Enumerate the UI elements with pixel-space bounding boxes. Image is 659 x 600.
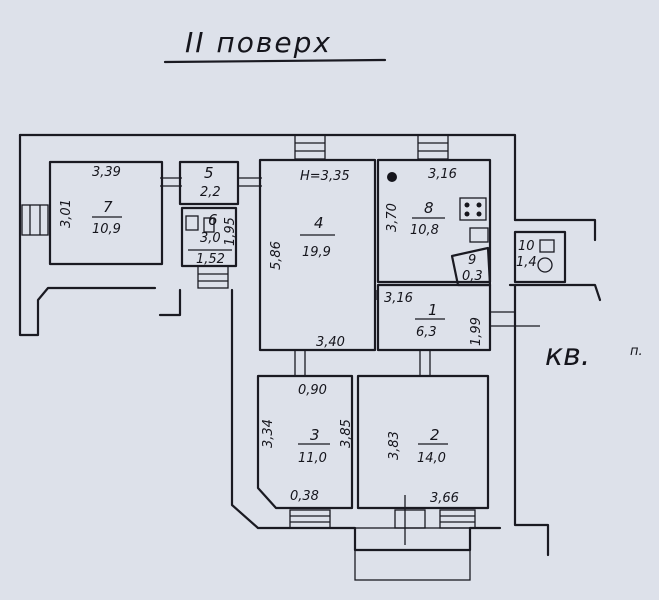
room-3-right-dim: 3,85	[339, 419, 354, 448]
room-10-number: 10	[518, 239, 535, 254]
room-2-left-dim: 3,83	[387, 431, 402, 460]
room-8-area: 10,8	[410, 223, 439, 238]
room-10-area: 1,4	[516, 255, 537, 270]
room-10-outline	[513, 230, 567, 284]
room-3-top-dim: 0,90	[298, 383, 327, 398]
room-4-ceiling-dim: H=3,35	[300, 169, 350, 184]
room-7-width-dim: 3,39	[92, 165, 121, 180]
room-5-area: 2,2	[200, 185, 221, 200]
apartment-label-suffix: п.	[630, 344, 643, 359]
room-4-height-dim: 5,86	[269, 241, 284, 270]
room-9-number: 9	[468, 253, 476, 268]
room-6-area: 3,0	[200, 231, 221, 246]
plan-title: II поверх	[185, 26, 332, 59]
room-3-bottom-dim: 0,38	[290, 489, 319, 504]
room-2-number: 2	[430, 426, 440, 444]
room-2-area: 14,0	[417, 451, 446, 466]
sink-icon	[469, 227, 489, 243]
door-openings	[160, 177, 540, 545]
windows	[21, 134, 476, 581]
room-6-height-dim: 1,95	[223, 217, 238, 246]
room-3-outline	[256, 374, 354, 510]
room-4-area: 19,9	[302, 245, 331, 260]
room-4-number: 4	[314, 214, 324, 232]
room-6-width-dim: 1,52	[196, 252, 225, 267]
room-7-number: 7	[103, 198, 113, 216]
room-5-number: 5	[204, 164, 214, 182]
room-7-area: 10,9	[92, 222, 121, 237]
room-1-height-dim: 1,99	[469, 317, 484, 346]
room-1-number: 1	[428, 301, 438, 319]
room-2-bottom-dim: 3,66	[430, 491, 459, 506]
room-4-outline	[258, 158, 377, 352]
apartment-label: кв.	[545, 338, 590, 373]
room-1-width-dim: 3,16	[384, 291, 413, 306]
stove-icon	[459, 197, 487, 221]
room-7-outline	[48, 160, 164, 266]
room-8-number: 8	[424, 199, 434, 217]
room-8-height-dim: 3,70	[385, 203, 400, 232]
room-3-left-dim: 3,34	[261, 419, 276, 448]
room-1-outline	[376, 283, 492, 352]
room-5-outline	[178, 160, 240, 206]
room-3-area: 11,0	[298, 451, 327, 466]
room-2-outline	[356, 374, 490, 510]
room-3-number: 3	[310, 426, 320, 444]
room-6-number: 6	[208, 211, 218, 229]
room-1-area: 6,3	[416, 325, 437, 340]
room-8-width-dim: 3,16	[428, 167, 457, 182]
room-8-outline	[376, 158, 492, 284]
room-4-width-dim: 3,40	[316, 335, 345, 350]
boiler-icon	[387, 172, 397, 182]
room-9-area: 0,3	[462, 269, 483, 284]
room-7-height-dim: 3,01	[59, 199, 74, 228]
title-underline	[163, 58, 387, 64]
